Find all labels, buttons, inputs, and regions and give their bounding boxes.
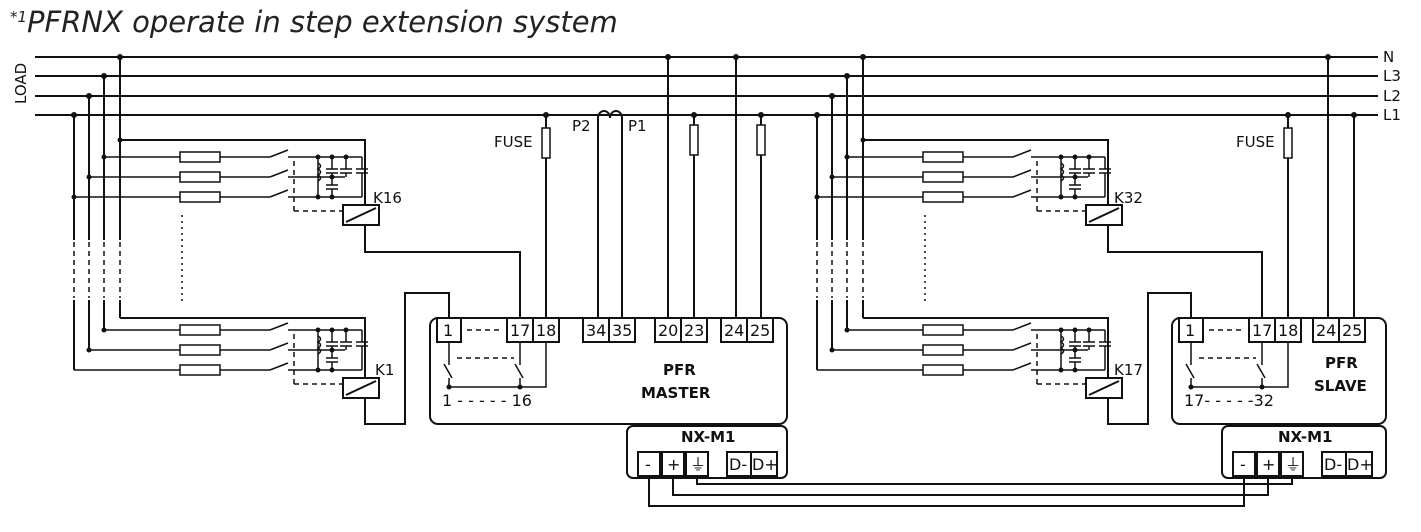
contactor-coil-k1 (342, 377, 380, 399)
master-module-terminal-d-minus: D- (729, 455, 747, 474)
slave-module-terminal-d-plus: D+ (1347, 455, 1373, 474)
bus-label-l1: L1 (1383, 106, 1401, 124)
master-terminal-1: 1 (443, 321, 453, 340)
ct-label-p2: P2 (572, 117, 591, 135)
slave-module-terminal-ground: ⏚ (1285, 455, 1301, 474)
master-relay-range: 1 - - - - - 16 (442, 391, 532, 410)
master-terminal-35: 35 (612, 321, 632, 340)
diagram-title: *1PFRNX operate in step extension system (10, 5, 618, 39)
pfr-master-unit: 1 17 18 34 35 20 23 24 25 1 - - - - - 16… (429, 317, 788, 425)
master-terminal-34: 34 (586, 321, 606, 340)
master-name-line2: MASTER (641, 384, 711, 402)
slave-module-terminal-d-minus: D- (1324, 455, 1342, 474)
contactor-coil-k16 (342, 204, 380, 226)
master-module-name: NX-M1 (681, 428, 736, 446)
slave-terminal-25: 25 (1342, 321, 1362, 340)
slave-terminal-17: 17 (1252, 321, 1272, 340)
master-terminal-25: 25 (750, 321, 770, 340)
master-name-line1: PFR (663, 361, 696, 379)
slave-name-line2: SLAVE (1314, 377, 1367, 395)
master-terminal-18: 18 (536, 321, 556, 340)
master-module-terminal-d-plus: D+ (752, 455, 778, 474)
contactor-coil-k17 (1085, 377, 1123, 399)
power-bus: N L3 L2 L1 LOAD (12, 48, 1401, 124)
slave-module-terminal-plus: + (1262, 455, 1275, 474)
master-terminal-20: 20 (658, 321, 678, 340)
contactor-label-k32: K32 (1114, 189, 1143, 207)
contactor-label-k1: K1 (375, 361, 394, 379)
slave-module-name: NX-M1 (1278, 428, 1333, 446)
bus-label-l3: L3 (1383, 67, 1401, 85)
slave-measurement-wiring: FUSE (1236, 54, 1357, 318)
master-measurement-wiring: FUSE P2 P1 (494, 54, 766, 318)
svg-text:*1PFRNX operate in step extens: *1PFRNX operate in step extension system (10, 5, 618, 39)
master-terminal-24: 24 (724, 321, 744, 340)
bus-label-n: N (1383, 48, 1394, 66)
slave-name-line1: PFR (1325, 354, 1358, 372)
slave-terminal-24: 24 (1316, 321, 1336, 340)
contactor-label-k16: K16 (373, 189, 402, 207)
title-text: PFRNX operate in step extension system (27, 5, 618, 39)
master-nx-m1-module: NX-M1 - + ⏚ D- D+ (626, 425, 788, 479)
master-terminal-17: 17 (510, 321, 530, 340)
slave-module-terminal-minus: - (1240, 455, 1246, 474)
slave-relay-range: 17- - - - -32 (1184, 391, 1274, 410)
slave-terminal-1: 1 (1185, 321, 1195, 340)
slave-nx-m1-module: NX-M1 - + ⏚ D- D+ (1221, 425, 1387, 479)
fuse-label-master: FUSE (494, 133, 533, 151)
module-link-cable (648, 476, 1293, 507)
contactor-label-k17: K17 (1114, 361, 1143, 379)
contactor-coil-k32 (1085, 204, 1123, 226)
left-capacitor-bank: K16 K1 (71, 54, 521, 425)
right-capacitor-bank: K32 K17 (814, 54, 1263, 425)
bus-label-l2: L2 (1383, 87, 1401, 105)
slave-terminal-18: 18 (1278, 321, 1298, 340)
title-marker: *1 (10, 8, 27, 26)
fuse-label-slave: FUSE (1236, 133, 1275, 151)
load-label: LOAD (12, 63, 30, 104)
master-module-terminal-plus: + (667, 455, 680, 474)
ct-label-p1: P1 (628, 117, 647, 135)
pfr-slave-unit: 1 17 18 24 25 17- - - - -32 PFR SLAVE (1171, 317, 1387, 425)
master-module-terminal-minus: - (645, 455, 651, 474)
master-terminal-23: 23 (684, 321, 704, 340)
master-module-terminal-ground: ⏚ (690, 455, 706, 474)
